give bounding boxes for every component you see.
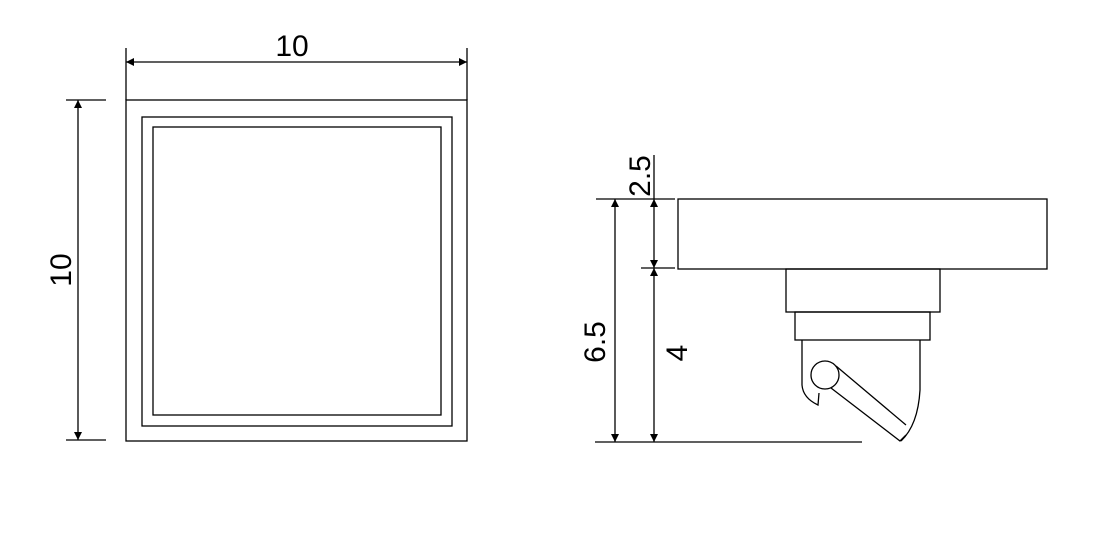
body-upper [785, 268, 941, 313]
top-label: 2.5 [624, 155, 657, 197]
width-label: 10 [275, 30, 308, 63]
body-lower [794, 311, 931, 341]
side-view [595, 155, 1048, 443]
height-label: 10 [45, 253, 78, 286]
lever [830, 365, 907, 442]
inner-window [152, 126, 442, 416]
cap [677, 198, 1048, 270]
middle-frame [141, 116, 453, 427]
terminal-housing [801, 340, 921, 442]
outer-frame [125, 99, 468, 442]
pivot [810, 360, 840, 390]
front-view [66, 48, 468, 442]
lower-label: 4 [661, 345, 694, 362]
total-label: 6.5 [579, 321, 612, 363]
